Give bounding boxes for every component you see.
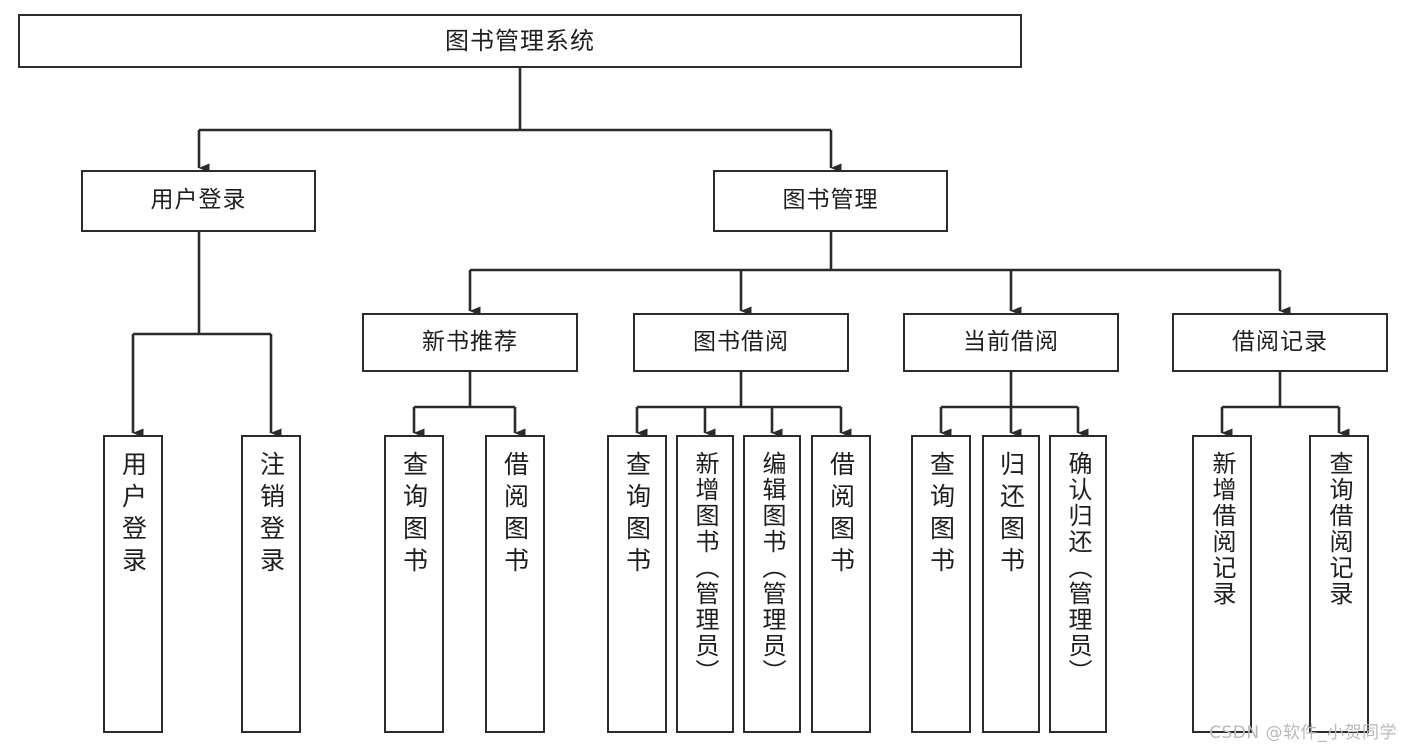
node-label: 图书管理 (782, 187, 879, 214)
leaf-book-borrow-query-books[interactable]: 查询图书 (607, 435, 667, 733)
leaf-user-login-login[interactable]: 用户登录 (103, 435, 163, 733)
node-user-login[interactable]: 用户登录 (81, 170, 316, 232)
leaf-user-login-logout[interactable]: 注销登录 (241, 435, 301, 733)
node-borrow-records[interactable]: 借阅记录 (1172, 313, 1388, 372)
node-label: 图书借阅 (693, 328, 789, 355)
node-book-borrowing[interactable]: 图书借阅 (633, 313, 849, 372)
node-root-book-management-system[interactable]: 图书管理系统 (18, 14, 1022, 68)
leaf-current-borrow-query-books[interactable]: 查询图书 (911, 435, 971, 733)
leaf-book-borrow-borrow-books[interactable]: 借阅图书 (811, 435, 871, 733)
node-label: 当前借阅 (963, 328, 1059, 355)
node-label: 查询图书 (926, 451, 956, 579)
node-label: 确认归还（管理员） (1064, 451, 1092, 685)
leaf-book-borrow-edit-book-admin[interactable]: 编辑图书（管理员） (743, 435, 801, 733)
node-label: 借阅图书 (826, 451, 856, 579)
node-current-borrowing[interactable]: 当前借阅 (903, 313, 1119, 372)
leaf-new-book-borrow-books[interactable]: 借阅图书 (485, 435, 545, 733)
node-label: 查询图书 (622, 451, 652, 579)
node-label: 查询借阅记录 (1325, 451, 1353, 607)
node-label: 图书管理系统 (445, 26, 595, 55)
node-label: 新增借阅记录 (1208, 451, 1236, 607)
leaf-new-book-query-books[interactable]: 查询图书 (384, 435, 444, 733)
node-label: 注销登录 (256, 451, 286, 579)
leaf-record-query-borrow-record[interactable]: 查询借阅记录 (1309, 435, 1369, 733)
node-label: 用户登录 (118, 451, 148, 579)
node-label: 编辑图书（管理员） (758, 451, 786, 685)
leaf-book-borrow-add-book-admin[interactable]: 新增图书（管理员） (676, 435, 734, 733)
watermark-text: CSDN @软件_小贺同学 (1209, 723, 1397, 743)
node-label: 新书推荐 (422, 328, 518, 355)
node-label: 新增图书（管理员） (691, 451, 719, 685)
node-label: 用户登录 (150, 187, 247, 214)
node-label: 借阅图书 (500, 451, 530, 579)
node-label: 归还图书 (996, 451, 1026, 579)
leaf-current-borrow-confirm-return-admin[interactable]: 确认归还（管理员） (1049, 435, 1107, 733)
leaf-record-add-borrow-record[interactable]: 新增借阅记录 (1192, 435, 1252, 733)
node-new-book-recommendation[interactable]: 新书推荐 (362, 313, 578, 372)
node-label: 借阅记录 (1232, 328, 1328, 355)
node-book-management[interactable]: 图书管理 (713, 170, 948, 232)
node-label: 查询图书 (399, 451, 429, 579)
leaf-current-borrow-return-books[interactable]: 归还图书 (982, 435, 1040, 733)
